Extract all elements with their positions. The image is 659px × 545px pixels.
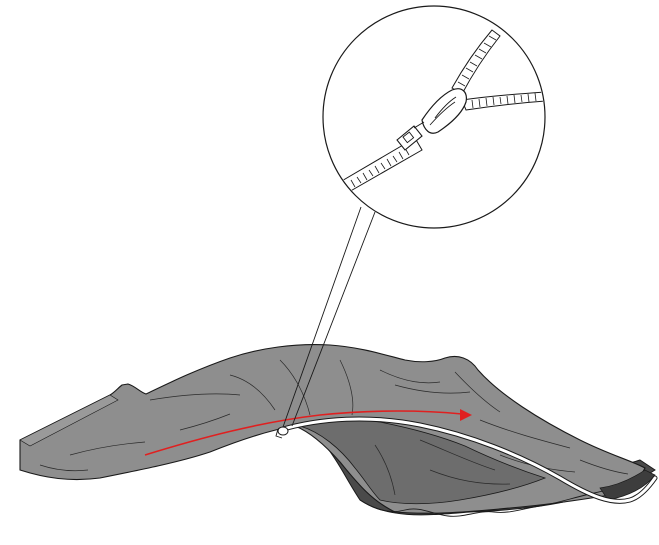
sleeping-bag — [20, 345, 655, 517]
magnifier-icon — [323, 6, 546, 228]
